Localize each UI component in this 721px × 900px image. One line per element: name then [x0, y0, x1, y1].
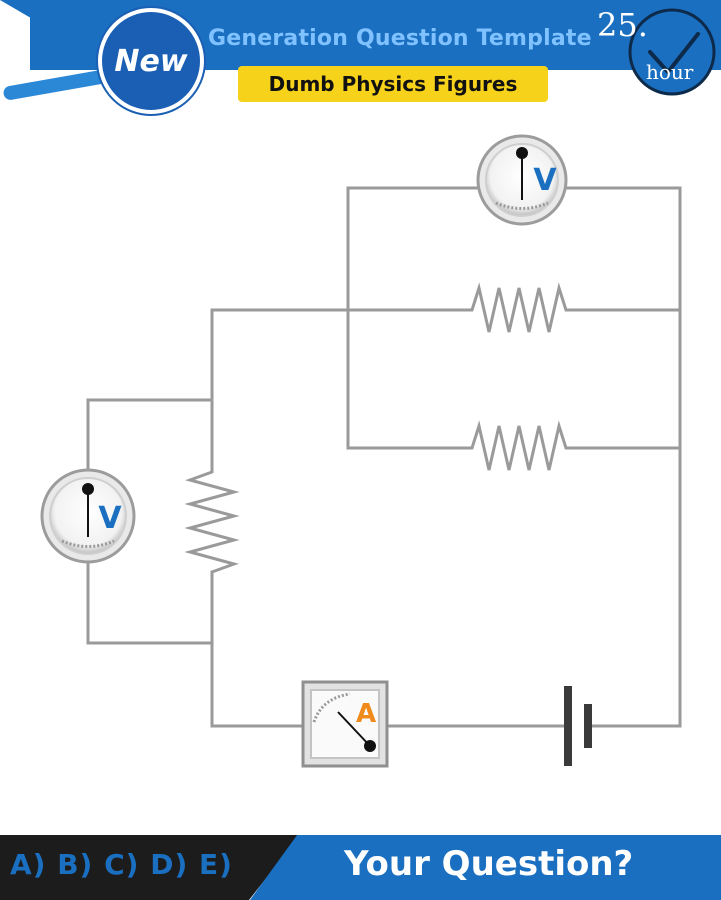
ammeter-label: A [356, 699, 376, 729]
clock-unit: hour [646, 60, 694, 84]
new-badge: New [98, 8, 204, 114]
page-subtitle-text: Dumb Physics Figures [268, 72, 518, 96]
battery-icon [564, 686, 592, 766]
footer-question-band [250, 835, 721, 900]
resistor-top [465, 282, 570, 333]
wire [86, 398, 214, 472]
new-badge-label: New [114, 43, 188, 79]
ammeter: A [301, 680, 389, 768]
wire [210, 570, 306, 728]
resistor-bottom [465, 420, 570, 471]
footer-answers-band [0, 835, 300, 900]
wire [86, 560, 214, 645]
question-label: Your Question? [344, 844, 634, 884]
wire [566, 186, 682, 728]
wires [86, 186, 682, 728]
resistor-left [184, 468, 240, 574]
page-title: Generation Question Template [208, 26, 592, 51]
voltmeter-top: V [476, 134, 568, 226]
page-subtitle: Dumb Physics Figures [238, 66, 548, 102]
voltmeter-left: V [40, 468, 136, 564]
voltmeter-top-label: V [533, 163, 557, 198]
voltmeter-left-label: V [98, 501, 122, 536]
answer-choices: A) B) C) D) E) [10, 848, 233, 881]
clock-number: 25. [597, 6, 648, 44]
